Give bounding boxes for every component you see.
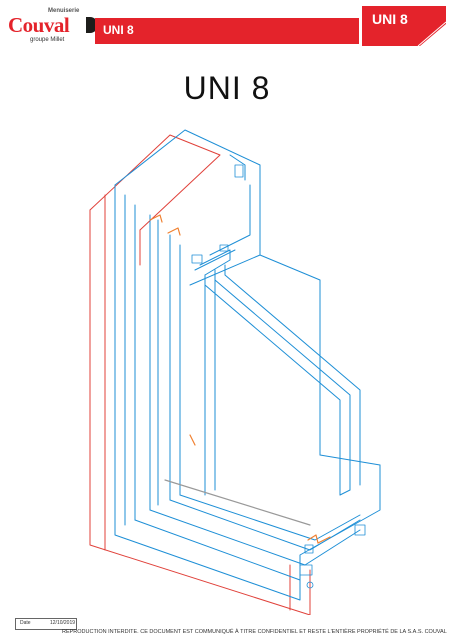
header-band: UNI 8 — [95, 18, 359, 44]
header: Menuiserie Couval groupe Millet UNI 8 UN… — [0, 0, 454, 50]
header-tab-title: UNI 8 — [372, 11, 408, 27]
couval-logo: Menuiserie Couval groupe Millet — [8, 8, 104, 48]
date-label: Date — [20, 620, 31, 626]
frame-blue-lines — [114, 129, 381, 601]
window-profile-section-drawing — [89, 129, 381, 615]
logo-main-text: Couval — [8, 13, 70, 37]
header-tab: UNI 8 — [362, 6, 446, 46]
frame-red-outline — [89, 134, 311, 615]
logo-top-text: Menuiserie — [48, 8, 80, 14]
profile-details — [191, 164, 366, 589]
header-band-title: UNI 8 — [103, 23, 134, 37]
gasket-details — [149, 214, 331, 544]
date-box: Date 12/10/2019 — [15, 618, 77, 630]
logo-sub-text: groupe Millet — [30, 37, 65, 43]
glazing-pane — [194, 249, 361, 496]
date-value: 12/10/2019 — [50, 620, 76, 626]
confidentiality-notice: REPRODUCTION INTERDITE. CE DOCUMENT EST … — [62, 629, 447, 635]
page-title: UNI 8 — [183, 70, 271, 106]
sill-line — [164, 479, 311, 526]
tab-corner-fold-icon — [417, 21, 446, 46]
